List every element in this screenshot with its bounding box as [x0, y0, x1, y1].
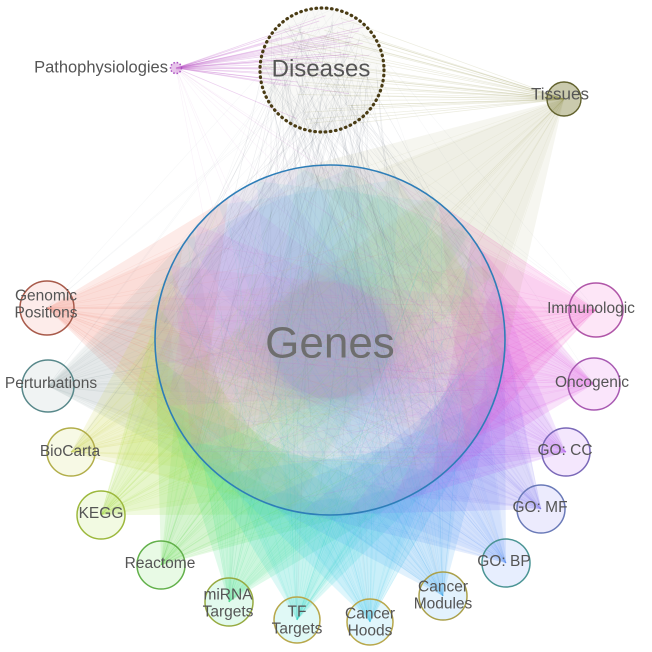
node-go-cc[interactable] [541, 427, 591, 477]
edge-fibers [46, 7, 597, 623]
nodes [19, 6, 624, 646]
node-reactome[interactable] [136, 540, 186, 590]
node-kegg[interactable] [76, 490, 126, 540]
node-tissues[interactable] [546, 81, 582, 117]
label-go-mf: GO: MF [512, 499, 567, 516]
node-mirna-targets[interactable] [204, 577, 254, 627]
label-immunologic: Immunologic [547, 300, 635, 317]
edge-beams-inner [155, 165, 505, 515]
node-go-mf[interactable] [516, 484, 566, 534]
edge-beams [47, 99, 596, 622]
label-tissues: Tissues [531, 84, 589, 103]
label-perturbations: Perturbations [5, 375, 97, 392]
label-biocarta: BioCarta [40, 443, 101, 460]
label-reactome: Reactome [125, 555, 196, 572]
label-oncogenic: Oncogenic [555, 374, 629, 391]
label-go-bp: GO: BP [477, 553, 530, 570]
node-diseases[interactable] [258, 6, 386, 134]
node-cancer-modules[interactable] [418, 571, 468, 621]
node-genes[interactable] [154, 164, 506, 516]
node-pathophysiologies[interactable] [169, 61, 183, 75]
node-biocarta[interactable] [46, 427, 96, 477]
node-tf-targets[interactable] [273, 596, 321, 644]
label-diseases: Diseases [272, 55, 371, 82]
node-go-bp[interactable] [481, 538, 531, 588]
label-genes: Genes [265, 319, 395, 368]
node-immunologic[interactable] [568, 282, 624, 338]
node-genomic-positions[interactable] [19, 280, 75, 336]
label-go-cc: GO: CC [537, 442, 592, 459]
node-cancer-hoods[interactable] [346, 598, 394, 646]
node-oncogenic[interactable] [567, 357, 621, 411]
label-kegg: KEGG [79, 505, 124, 522]
node-perturbations[interactable] [21, 359, 75, 413]
label-pathophysiologies: Pathophysiologies [34, 58, 168, 76]
